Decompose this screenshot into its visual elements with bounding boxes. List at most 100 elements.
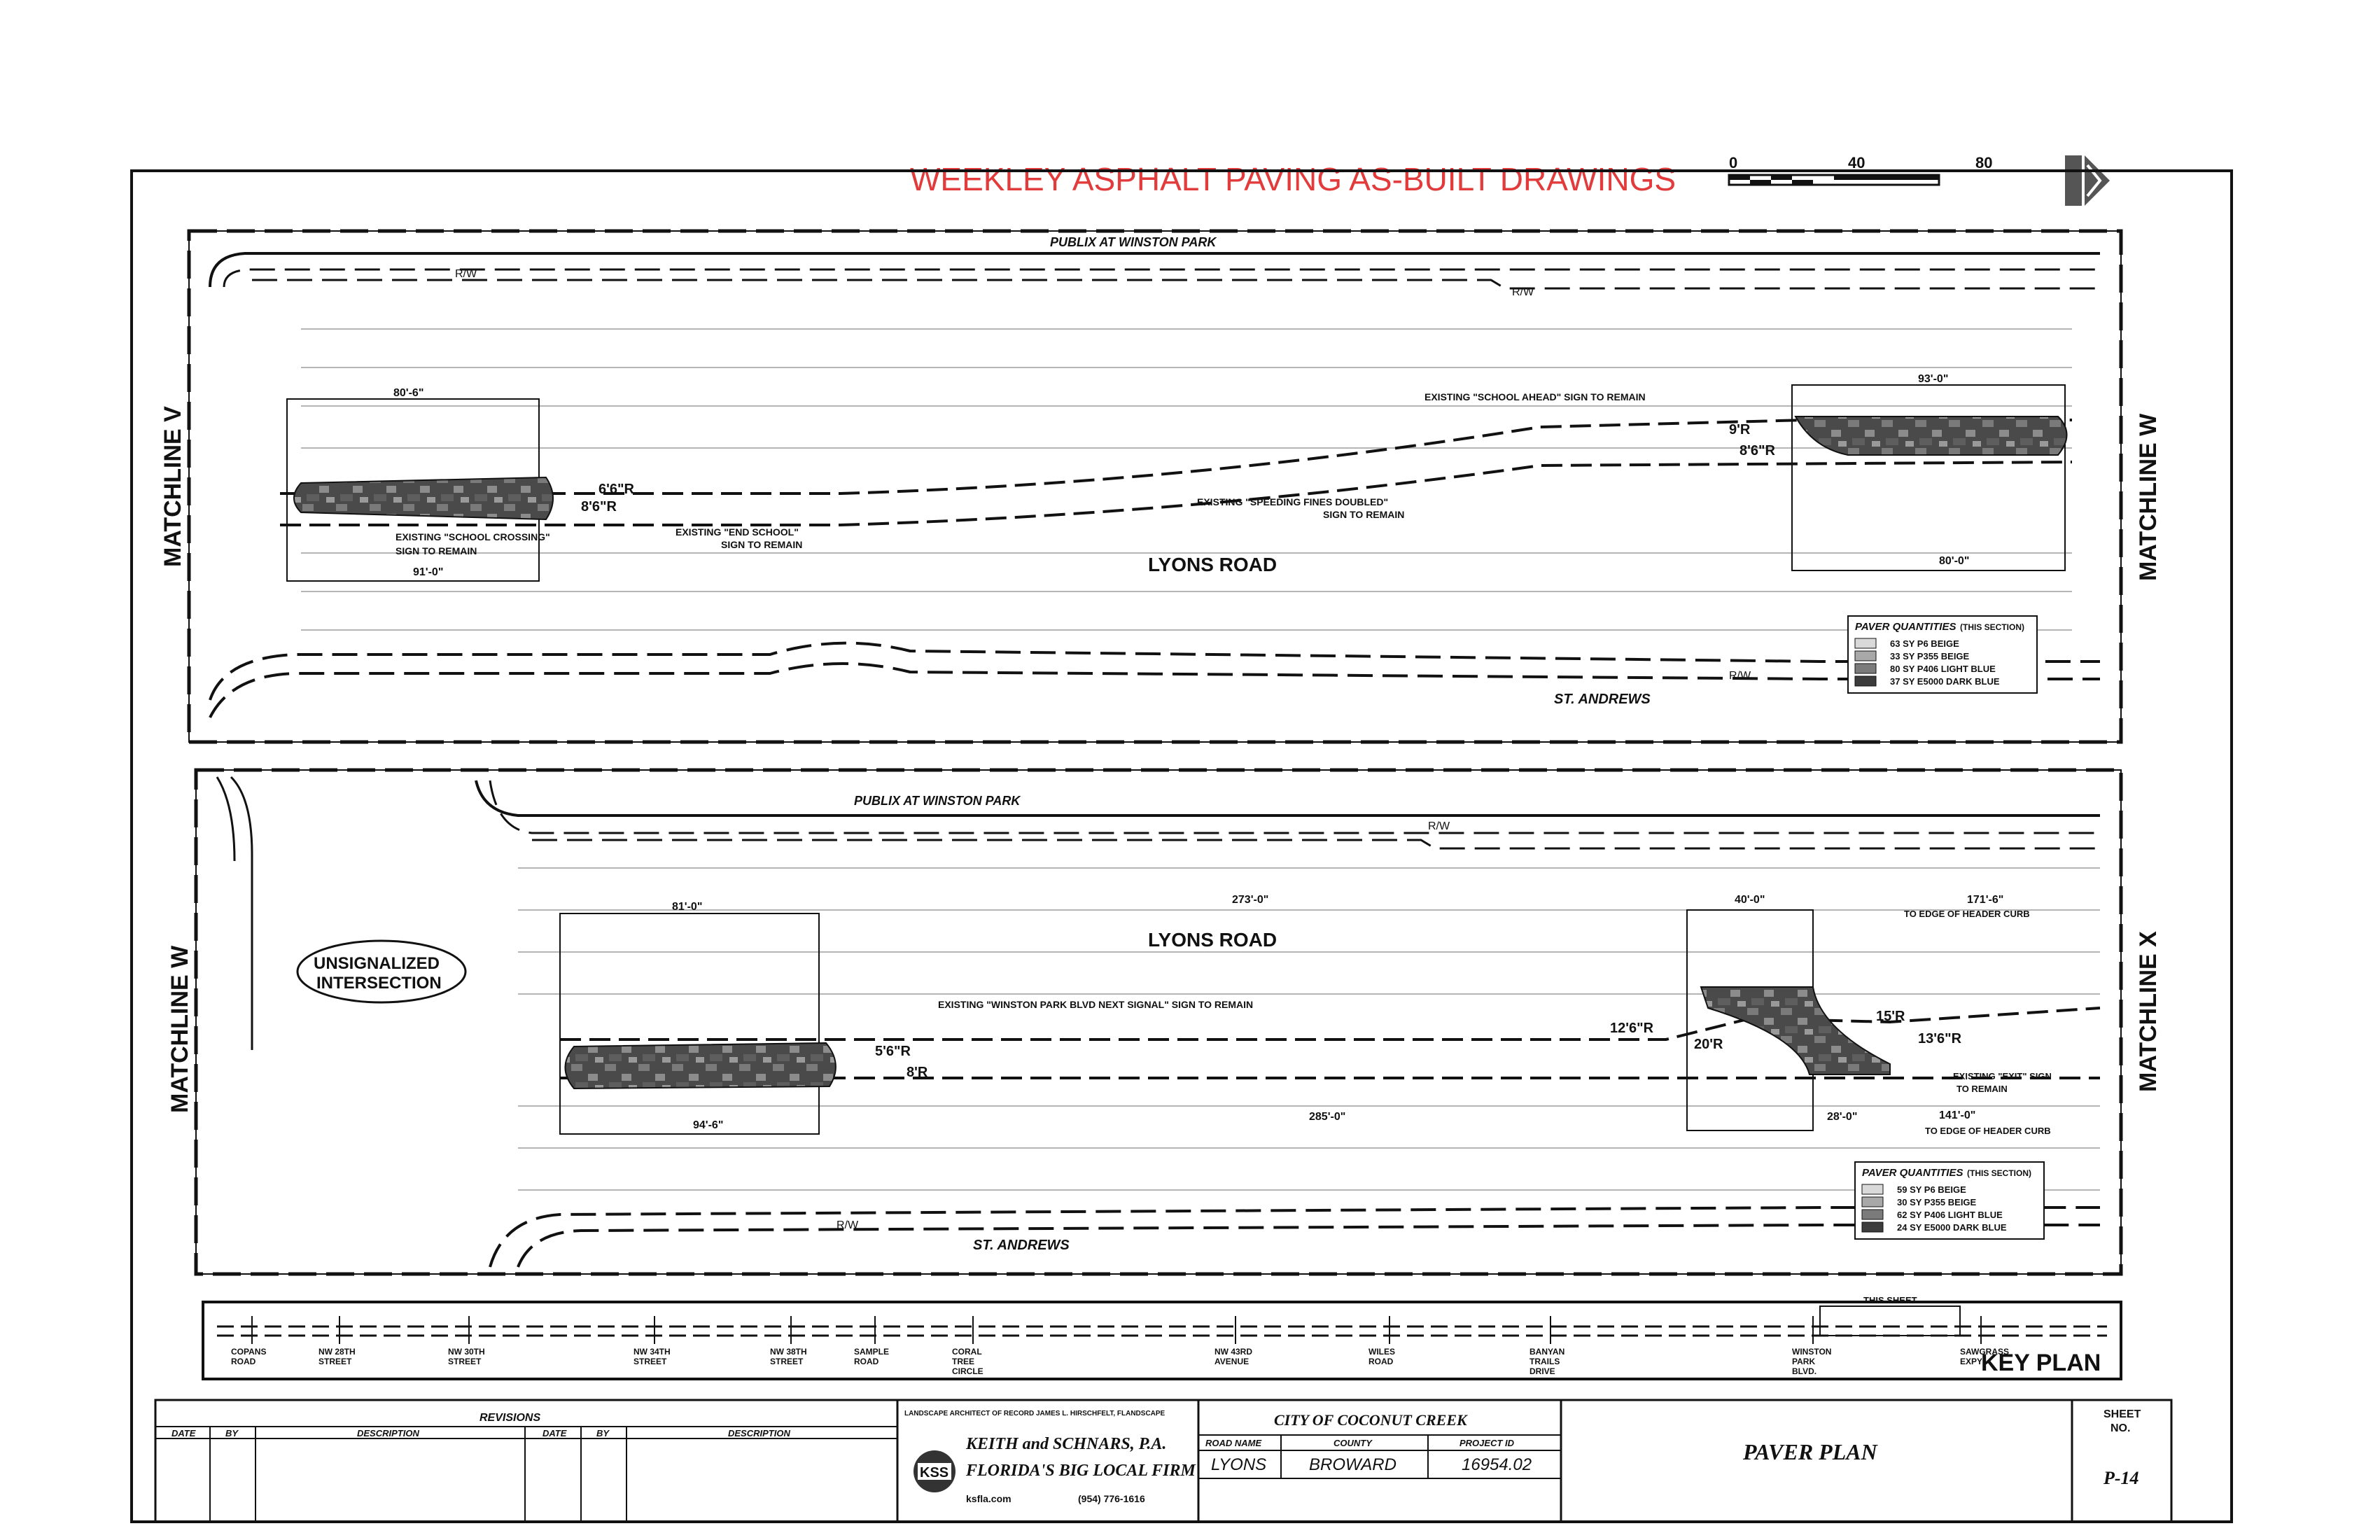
key-plan-street-label: ROAD bbox=[231, 1357, 256, 1366]
key-plan-street-label: STREET bbox=[318, 1357, 352, 1366]
radius-label: 8'R bbox=[906, 1065, 928, 1080]
dim-label: 80'-6" bbox=[393, 387, 424, 399]
radius-label: 20'R bbox=[1694, 1037, 1723, 1052]
matchline-w-label-upper: MATCHLINE W bbox=[2135, 413, 2162, 581]
radius-label: 9'R bbox=[1729, 422, 1751, 438]
key-plan-street-label: WILES bbox=[1368, 1347, 1395, 1357]
quantities-title: PAVER QUANTITIES bbox=[1855, 621, 1956, 633]
key-plan-street-label: STREET bbox=[770, 1357, 804, 1366]
south-road-label-lower: ST. ANDREWS bbox=[973, 1238, 1070, 1253]
dim-label: 273'-0" bbox=[1232, 894, 1268, 906]
matchline-x-label: MATCHLINE X bbox=[2135, 931, 2162, 1092]
note-end-school: EXISTING "END SCHOOL" bbox=[676, 526, 799, 538]
firm-note: LANDSCAPE ARCHITECT OF RECORD JAMES L. H… bbox=[904, 1410, 1166, 1418]
paver-area-left-upper bbox=[293, 476, 554, 521]
rev-header: BY bbox=[596, 1428, 610, 1438]
quantities-title: PAVER QUANTITIES bbox=[1862, 1167, 1963, 1179]
rev-header: DATE bbox=[172, 1428, 196, 1438]
scale-bar: 0 40 80 bbox=[1728, 154, 1992, 186]
dim-label: 80'-0" bbox=[1939, 555, 1969, 567]
key-plan-street-label: DRIVE bbox=[1530, 1366, 1555, 1376]
dim-label: 171'-6" bbox=[1967, 894, 2003, 906]
note-exit-sign: TO REMAIN bbox=[1956, 1084, 2008, 1094]
key-plan-street-label: NW 38TH bbox=[770, 1347, 807, 1357]
note-winston-signal: EXISTING "WINSTON PARK BLVD NEXT SIGNAL"… bbox=[938, 999, 1253, 1010]
rw-label: R/W bbox=[455, 268, 477, 280]
quantities-subtitle: (THIS SECTION) bbox=[1960, 622, 2024, 632]
rw-label: R/W bbox=[1428, 820, 1450, 832]
radius-label: 6'6"R bbox=[598, 482, 634, 497]
north-road-label-upper: PUBLIX AT WINSTON PARK bbox=[1050, 235, 1217, 249]
quantity-row: 59 SY P6 BEIGE bbox=[1897, 1184, 1966, 1195]
note-school-crossing: SIGN TO REMAIN bbox=[396, 545, 477, 556]
unsignalized-intersection-callout bbox=[296, 939, 467, 1004]
rw-label: R/W bbox=[1512, 286, 1534, 298]
rw-label: R/W bbox=[1729, 670, 1751, 682]
intersection-label: INTERSECTION bbox=[316, 974, 442, 993]
col-label: COUNTY bbox=[1334, 1438, 1373, 1448]
rev-header: BY bbox=[225, 1428, 239, 1438]
key-plan-street-label: TREE bbox=[952, 1357, 974, 1366]
main-road-label-lower: LYONS ROAD bbox=[1148, 929, 1277, 951]
north-road-label-lower: PUBLIX AT WINSTON PARK bbox=[854, 794, 1021, 808]
sheet-number: P-14 bbox=[2103, 1468, 2139, 1488]
key-plan-street-label: NW 28TH bbox=[318, 1347, 356, 1357]
quantity-row: 24 SY E5000 DARK BLUE bbox=[1897, 1222, 2007, 1233]
dim-label: 94'-6" bbox=[693, 1119, 723, 1131]
key-plan-street-label: SAWGRASS bbox=[1960, 1347, 2009, 1357]
county-value: BROWARD bbox=[1309, 1455, 1396, 1474]
key-plan-street-label: ROAD bbox=[1368, 1357, 1394, 1366]
note-exit-sign: EXISTING "EXIT" SIGN bbox=[1953, 1071, 2052, 1082]
main-road-label-upper: LYONS ROAD bbox=[1148, 554, 1277, 575]
matchline-v-label: MATCHLINE V bbox=[160, 406, 186, 567]
project-id-value: 16954.02 bbox=[1462, 1455, 1532, 1474]
svg-text:KSS: KSS bbox=[920, 1465, 948, 1480]
intersection-label: UNSIGNALIZED bbox=[314, 954, 440, 973]
note-school-ahead: EXISTING "SCHOOL AHEAD" SIGN TO REMAIN bbox=[1424, 391, 1646, 402]
matchline-w-label-lower: MATCHLINE W bbox=[167, 945, 193, 1113]
note-end-school: SIGN TO REMAIN bbox=[721, 539, 802, 550]
key-plan-street-label: CORAL bbox=[952, 1347, 982, 1357]
dim-label: 28'-0" bbox=[1827, 1111, 1857, 1123]
firm-web: ksfla.com bbox=[966, 1493, 1011, 1504]
dim-label: 141'-0" bbox=[1939, 1110, 1975, 1121]
paver-area-right-lower bbox=[1700, 986, 1891, 1075]
rev-header: DATE bbox=[542, 1428, 567, 1438]
dim-label: 93'-0" bbox=[1918, 373, 1948, 385]
radius-label: 12'6"R bbox=[1610, 1021, 1654, 1036]
key-plan-street-label: WINSTON bbox=[1792, 1347, 1831, 1357]
dim-label: 91'-0" bbox=[413, 566, 443, 578]
radius-label: 5'6"R bbox=[875, 1044, 911, 1059]
south-road-label-upper: ST. ANDREWS bbox=[1554, 692, 1651, 707]
key-plan-street-label: NW 43RD bbox=[1214, 1347, 1252, 1357]
scale-tick-80: 80 bbox=[1975, 154, 1992, 172]
paver-area-right-upper bbox=[1794, 416, 2068, 456]
lower-panel: UNSIGNALIZED INTERSECTION MATCHLINE W MA… bbox=[167, 768, 2162, 1276]
key-plan-street-label: PARK bbox=[1792, 1357, 1815, 1366]
paver-quantities-lower: PAVER QUANTITIES (THIS SECTION) 59 SY P6… bbox=[1854, 1161, 2045, 1240]
sheet-title: PAVER PLAN bbox=[1742, 1439, 1879, 1464]
north-arrow-icon bbox=[2065, 155, 2110, 206]
quantity-row: 62 SY P406 LIGHT BLUE bbox=[1897, 1210, 2003, 1220]
key-plan-title: KEY PLAN bbox=[1981, 1350, 2101, 1376]
key-plan-street-label: EXPY bbox=[1960, 1357, 1982, 1366]
firm-phone: (954) 776-1616 bbox=[1078, 1493, 1145, 1504]
key-plan-street-label: BANYAN bbox=[1530, 1347, 1564, 1357]
dim-label: 40'-0" bbox=[1735, 894, 1765, 906]
rw-label: R/W bbox=[836, 1219, 859, 1231]
firm-logo: KSS bbox=[913, 1450, 955, 1492]
paver-quantities-upper: PAVER QUANTITIES (THIS SECTION) 63 SY P6… bbox=[1847, 615, 2038, 694]
rev-header: DESCRIPTION bbox=[728, 1428, 790, 1438]
firm-name: KEITH and SCHNARS, P.A. bbox=[965, 1435, 1166, 1453]
sheet-border bbox=[130, 169, 2233, 1523]
key-plan-street-label: BLVD. bbox=[1792, 1366, 1816, 1376]
note-speeding-fines: SIGN TO REMAIN bbox=[1323, 509, 1404, 520]
radius-label: 13'6"R bbox=[1918, 1031, 1962, 1046]
quantity-row: 30 SY P355 BEIGE bbox=[1897, 1197, 1977, 1208]
to-edge-label: TO EDGE OF HEADER CURB bbox=[1904, 909, 2030, 919]
key-plan-street-label: STREET bbox=[448, 1357, 482, 1366]
upper-panel: MATCHLINE V MATCHLINE W PUBLIX AT WINSTO… bbox=[160, 229, 2162, 744]
note-school-crossing: EXISTING "SCHOOL CROSSING" bbox=[396, 531, 550, 542]
firm-tagline: FLORIDA'S BIG LOCAL FIRM bbox=[965, 1462, 1197, 1480]
